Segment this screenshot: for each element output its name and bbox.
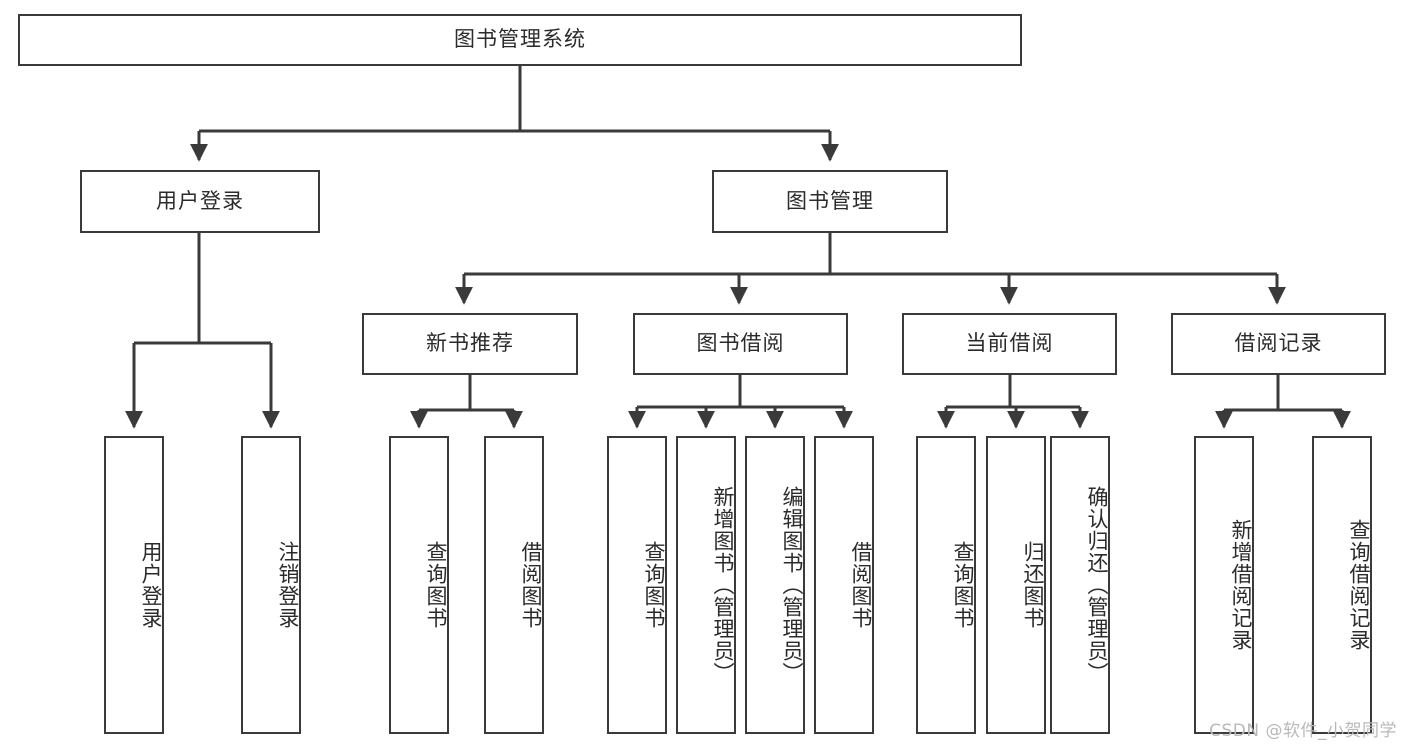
leaf-query-book-3[interactable]: 查询图书 xyxy=(916,436,976,734)
leaf-add-borrow-record-label: 新增借阅记录 xyxy=(1229,519,1253,651)
leaf-user-logout[interactable]: 注销登录 xyxy=(241,436,301,734)
leaf-borrow-book-2[interactable]: 借阅图书 xyxy=(814,436,874,734)
node-book-borrow-label: 图书借阅 xyxy=(696,331,785,356)
leaf-edit-book[interactable]: 编辑图书（管理员） xyxy=(745,436,805,734)
node-user-login[interactable]: 用户登录 xyxy=(80,170,320,233)
leaf-borrow-book-1-label: 借阅图书 xyxy=(519,541,543,629)
leaf-borrow-book-1[interactable]: 借阅图书 xyxy=(484,436,544,734)
node-current-borrow-label: 当前借阅 xyxy=(965,331,1054,356)
leaf-query-borrow-record[interactable]: 查询借阅记录 xyxy=(1312,436,1372,734)
node-new-book-recommend[interactable]: 新书推荐 xyxy=(362,313,578,375)
leaf-add-book-label: 新增图书（管理员） xyxy=(711,486,735,684)
leaf-query-book-2-label: 查询图书 xyxy=(642,541,666,629)
leaf-edit-book-label: 编辑图书（管理员） xyxy=(780,486,804,684)
leaf-borrow-book-2-label: 借阅图书 xyxy=(849,541,873,629)
node-root[interactable]: 图书管理系统 xyxy=(18,14,1022,66)
leaf-query-book-3-label: 查询图书 xyxy=(951,541,975,629)
node-book-manage-label: 图书管理 xyxy=(786,188,874,213)
leaf-query-book-1[interactable]: 查询图书 xyxy=(389,436,449,734)
leaf-confirm-return-label: 确认归还（管理员） xyxy=(1085,486,1109,684)
node-book-borrow[interactable]: 图书借阅 xyxy=(633,313,848,375)
leaf-return-book-label: 归还图书 xyxy=(1021,541,1045,629)
node-book-manage[interactable]: 图书管理 xyxy=(712,170,948,233)
node-current-borrow[interactable]: 当前借阅 xyxy=(902,313,1117,375)
leaf-add-borrow-record[interactable]: 新增借阅记录 xyxy=(1194,436,1254,734)
node-borrow-record[interactable]: 借阅记录 xyxy=(1171,313,1386,375)
leaf-add-book[interactable]: 新增图书（管理员） xyxy=(676,436,736,734)
leaf-return-book[interactable]: 归还图书 xyxy=(986,436,1046,734)
node-new-book-recommend-label: 新书推荐 xyxy=(426,331,514,356)
watermark: CSDN @软件_小贺同学 xyxy=(1209,721,1397,741)
leaf-user-logout-label: 注销登录 xyxy=(276,541,300,629)
node-root-label: 图书管理系统 xyxy=(454,27,586,52)
leaf-user-login-label: 用户登录 xyxy=(139,541,163,629)
leaf-user-login[interactable]: 用户登录 xyxy=(104,436,164,734)
node-borrow-record-label: 借阅记录 xyxy=(1234,331,1323,356)
leaf-confirm-return[interactable]: 确认归还（管理员） xyxy=(1050,436,1110,734)
node-user-login-label: 用户登录 xyxy=(156,188,244,213)
leaf-query-book-2[interactable]: 查询图书 xyxy=(607,436,667,734)
leaf-query-book-1-label: 查询图书 xyxy=(424,541,448,629)
leaf-query-borrow-record-label: 查询借阅记录 xyxy=(1347,519,1371,651)
